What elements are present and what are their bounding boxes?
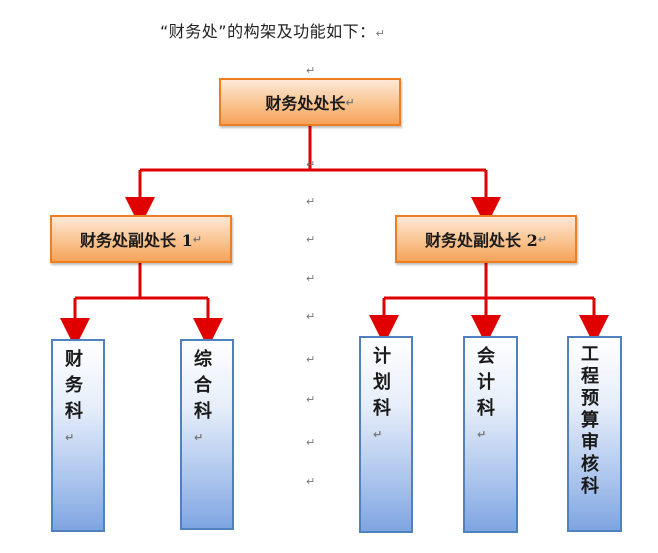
paragraph-mark: ↵ (537, 232, 547, 246)
paragraph-mark: ↵ (306, 436, 316, 449)
section-5-char: 预 (581, 388, 599, 409)
section-1-char: 科 (65, 401, 83, 422)
paragraph-mark: ↵ (306, 233, 316, 246)
deputy-1-label: 财务处副处长 1 (80, 231, 193, 250)
deputy-2-box: 财务处副处长 2↵ (395, 215, 577, 263)
section-2-char: 合 (194, 375, 212, 396)
section-box-general: 综 合 科 ↵ (180, 339, 234, 530)
paragraph-mark: ↵ (192, 232, 202, 246)
section-box-accounting: 会 计 科 ↵ (463, 336, 518, 533)
section-5-char: 算 (581, 410, 599, 431)
section-3-char: 划 (373, 372, 391, 393)
paragraph-mark: ↵ (306, 393, 316, 406)
page-caption: “财务处”的构架及功能如下：↵ (160, 18, 385, 42)
paragraph-mark: ↵ (306, 310, 316, 323)
paragraph-mark: ↵ (65, 431, 75, 444)
paragraph-mark: ↵ (306, 64, 316, 77)
section-4-char: 会 (477, 346, 495, 367)
section-4-char: 科 (477, 398, 495, 419)
caption-text: “财务处”的构架及功能如下： (160, 22, 376, 41)
section-1-char: 财 (65, 349, 83, 370)
section-5-char: 科 (581, 476, 599, 497)
section-3-char: 计 (373, 346, 391, 367)
section-box-planning: 计 划 科 ↵ (359, 336, 413, 533)
section-5-char: 工 (581, 344, 599, 365)
section-5-char: 核 (581, 454, 599, 475)
section-1-char: 务 (65, 375, 83, 396)
paragraph-mark: ↵ (477, 428, 487, 441)
section-2-char: 综 (194, 349, 212, 370)
paragraph-mark: ↵ (373, 428, 383, 441)
paragraph-mark: ↵ (194, 431, 204, 444)
section-2-char: 科 (194, 401, 212, 422)
paragraph-mark: ↵ (306, 353, 316, 366)
director-box: 财务处处长↵ (219, 78, 401, 126)
paragraph-mark: ↵ (306, 195, 316, 208)
section-box-engineering-budget-audit: 工 程 预 算 审 核 科 (567, 336, 622, 532)
paragraph-mark: ↵ (306, 475, 316, 488)
deputy-1-box: 财务处副处长 1↵ (50, 215, 232, 263)
paragraph-mark: ↵ (306, 158, 316, 171)
paragraph-mark: ↵ (345, 95, 355, 109)
paragraph-mark: ↵ (375, 27, 386, 40)
section-5-char: 程 (581, 366, 599, 387)
section-4-char: 计 (477, 372, 495, 393)
director-label: 财务处处长 (265, 94, 346, 113)
deputy-2-label: 财务处副处长 2 (425, 231, 538, 250)
section-5-char: 审 (581, 432, 599, 453)
paragraph-mark: ↵ (306, 272, 316, 285)
section-box-finance: 财 务 科 ↵ (51, 339, 105, 532)
section-3-char: 科 (373, 398, 391, 419)
